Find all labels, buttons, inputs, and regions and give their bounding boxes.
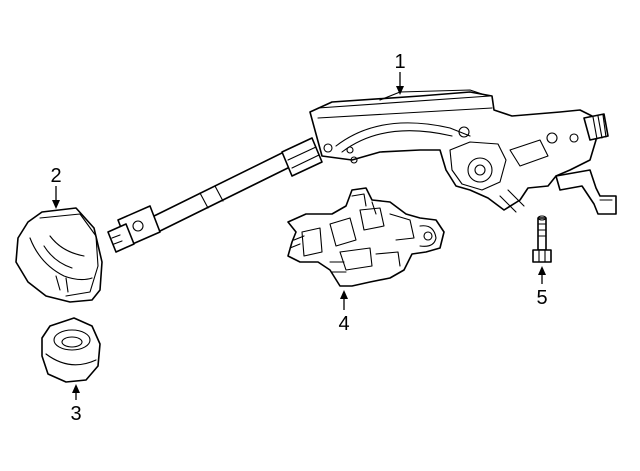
- callout-5: 5: [536, 266, 548, 309]
- callout-number: 2: [50, 165, 61, 187]
- callout-number: 3: [70, 403, 81, 425]
- lower-shroud[interactable]: [41, 317, 101, 383]
- callout-2: 2: [50, 165, 62, 209]
- arrow-head-icon: [72, 384, 80, 393]
- switch-assembly[interactable]: [287, 187, 445, 287]
- arrow-head-icon: [538, 266, 546, 275]
- upper-shroud[interactable]: [15, 207, 103, 303]
- steering-column-assembly[interactable]: [107, 89, 617, 253]
- arrow-head-icon: [396, 86, 404, 95]
- callout-number: 4: [338, 313, 349, 335]
- callout-number: 5: [536, 287, 547, 309]
- callout-1: 1: [394, 51, 406, 95]
- arrow-head-icon: [52, 200, 60, 209]
- bolt[interactable]: [532, 215, 552, 263]
- callout-number: 1: [394, 51, 405, 73]
- arrow-head-icon: [340, 290, 348, 299]
- callout-4: 4: [338, 290, 350, 335]
- callout-3: 3: [70, 384, 82, 425]
